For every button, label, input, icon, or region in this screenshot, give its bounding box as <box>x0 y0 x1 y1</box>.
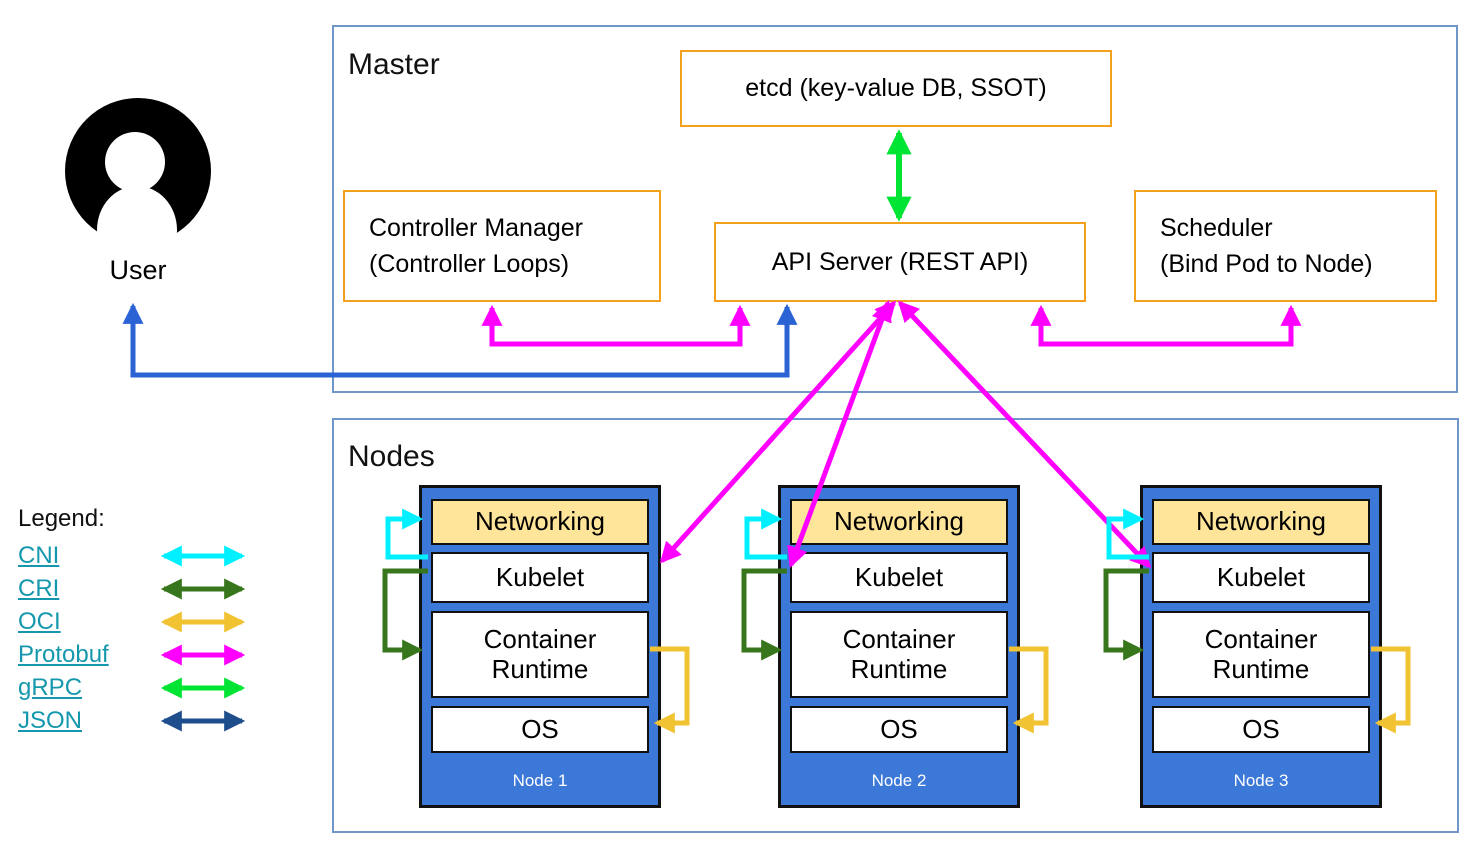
controller-manager-box: Controller Manager (Controller Loops) <box>343 190 661 302</box>
legend-link-protobuf[interactable]: Protobuf <box>18 640 109 668</box>
node-1-container-runtime-layer: Container Runtime <box>431 611 649 698</box>
node-2-networking-layer: Networking <box>790 499 1008 545</box>
legend-link-json[interactable]: JSON <box>18 706 83 734</box>
node-2: Networking Kubelet Container Runtime OS … <box>778 485 1020 808</box>
node-1-networking-layer: Networking <box>431 499 649 545</box>
node-3-os-layer: OS <box>1152 706 1370 753</box>
layer-label: Networking <box>474 506 606 537</box>
legend-link-oci[interactable]: OCI <box>18 607 61 635</box>
layer-label: Networking <box>1195 506 1327 537</box>
legend-row-cni: CNI <box>18 539 258 572</box>
etcd-box: etcd (key-value DB, SSOT) <box>680 50 1112 127</box>
layer-label: Container Runtime <box>483 623 597 684</box>
legend-arrow-cri <box>160 578 246 599</box>
node-1-kubelet-layer: Kubelet <box>431 552 649 603</box>
legend-row-grpc: gRPC <box>18 671 258 704</box>
node-3-networking-layer: Networking <box>1152 499 1370 545</box>
layer-label: Kubelet <box>1216 561 1306 592</box>
layer-label: Networking <box>833 506 965 537</box>
node-3-kubelet-layer: Kubelet <box>1152 552 1370 603</box>
legend-row-json: JSON <box>18 704 258 737</box>
etcd-label: etcd (key-value DB, SSOT) <box>745 74 1047 103</box>
legend-link-grpc[interactable]: gRPC <box>18 673 83 701</box>
node-2-kubelet-layer: Kubelet <box>790 552 1008 603</box>
node-1: Networking Kubelet Container Runtime OS … <box>419 485 661 808</box>
legend-row-cri: CRI <box>18 572 258 605</box>
layer-label: Container Runtime <box>842 623 956 684</box>
node-2-os-layer: OS <box>790 706 1008 753</box>
nodes-title: Nodes <box>348 440 435 473</box>
legend: Legend: CNI CRI OCI Protobuf gRPC <box>18 505 258 737</box>
legend-title: Legend: <box>18 505 105 532</box>
layer-label: OS <box>1242 713 1280 744</box>
layer-label: OS <box>880 713 918 744</box>
legend-arrow-grpc <box>160 677 246 698</box>
legend-arrow-oci <box>160 611 246 632</box>
legend-arrow-protobuf <box>160 644 246 665</box>
api-server-box: API Server (REST API) <box>714 222 1086 302</box>
master-title: Master <box>348 48 440 81</box>
node-3-container-runtime-layer: Container Runtime <box>1152 611 1370 698</box>
node-1-os-layer: OS <box>431 706 649 753</box>
node-2-name: Node 2 <box>871 771 927 790</box>
node-2-container-runtime-layer: Container Runtime <box>790 611 1008 698</box>
node-3: Networking Kubelet Container Runtime OS … <box>1140 485 1382 808</box>
scheduler-label: Scheduler <box>1160 213 1273 242</box>
layer-label: OS <box>521 713 559 744</box>
legend-arrow-cni <box>160 545 246 566</box>
layer-label: Container Runtime <box>1204 623 1318 684</box>
user-icon <box>65 98 211 246</box>
legend-row-protobuf: Protobuf <box>18 638 258 671</box>
node-1-name: Node 1 <box>512 771 568 790</box>
user-label: User <box>109 255 167 285</box>
legend-row-oci: OCI <box>18 605 258 638</box>
scheduler-box: Scheduler (Bind Pod to Node) <box>1134 190 1437 302</box>
legend-link-cni[interactable]: CNI <box>18 541 60 569</box>
api-server-label: API Server (REST API) <box>771 247 1029 276</box>
legend-link-cri[interactable]: CRI <box>18 574 60 602</box>
node-3-name: Node 3 <box>1233 771 1289 790</box>
legend-arrow-json <box>160 710 246 731</box>
controller-manager-label: Controller Manager <box>369 213 583 242</box>
layer-label: Kubelet <box>495 561 585 592</box>
scheduler-sublabel: (Bind Pod to Node) <box>1160 250 1373 278</box>
layer-label: Kubelet <box>854 561 944 592</box>
controller-manager-sublabel: (Controller Loops) <box>369 250 570 278</box>
